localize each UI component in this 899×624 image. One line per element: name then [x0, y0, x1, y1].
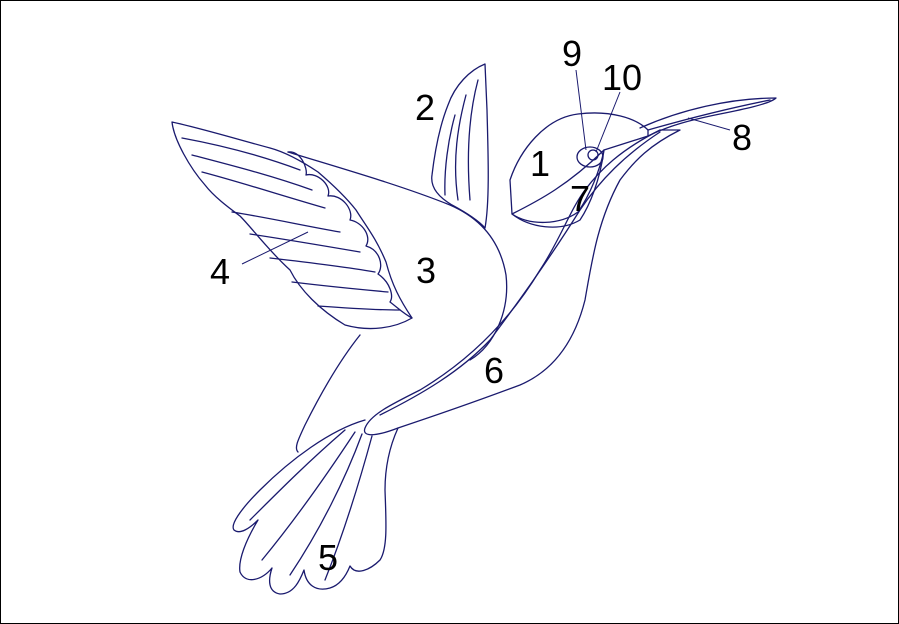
far-wing-outline — [432, 64, 489, 228]
body-belly-outline — [364, 130, 680, 435]
far-wing-line-1 — [468, 80, 478, 200]
throat-patch-outline — [512, 150, 604, 227]
wing-feather-line-3 — [202, 172, 325, 208]
chest-outline — [288, 152, 507, 360]
lower-body-outline — [296, 335, 360, 452]
wing-feather-line-4 — [232, 212, 340, 232]
label-3: 3 — [416, 250, 436, 291]
label-2: 2 — [415, 87, 435, 128]
wing-feather-line-1 — [182, 138, 300, 170]
far-wing-line-3 — [445, 115, 455, 195]
wing-feather-line-6 — [270, 258, 375, 272]
leader-8 — [688, 118, 730, 130]
label-10: 10 — [602, 57, 642, 98]
label-4: 4 — [210, 251, 230, 292]
far-wing-line-2 — [456, 95, 466, 200]
wing-feather-line-2 — [192, 155, 312, 190]
label-7: 7 — [570, 178, 590, 219]
wing-feather-line-7 — [292, 282, 388, 292]
tail-outline — [233, 420, 398, 594]
label-5: 5 — [318, 537, 338, 578]
eye-ring — [577, 147, 603, 167]
leader-9 — [576, 70, 586, 150]
tail-feather-2 — [262, 432, 355, 560]
label-6: 6 — [484, 350, 504, 391]
label-9: 9 — [562, 33, 582, 74]
leader-10 — [596, 92, 620, 152]
wing-feather-line-5 — [250, 234, 360, 252]
wing-feather-line-8 — [318, 306, 400, 310]
label-8: 8 — [732, 117, 752, 158]
label-1: 1 — [530, 143, 550, 184]
